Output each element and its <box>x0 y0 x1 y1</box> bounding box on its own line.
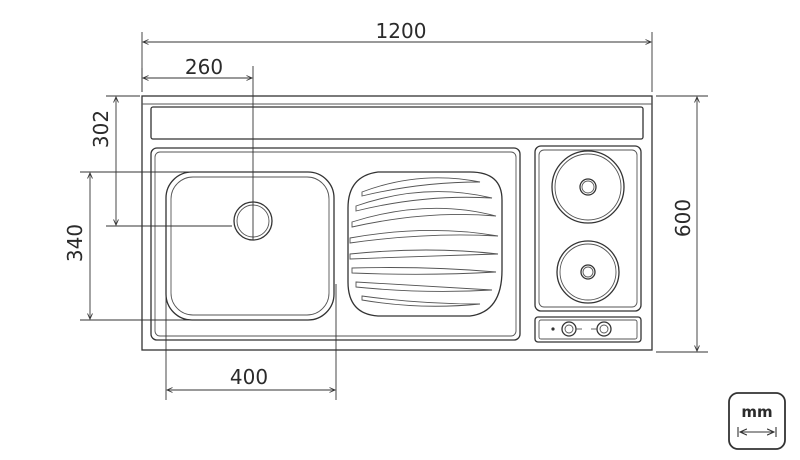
dimension-total-depth: 600 <box>656 95 708 353</box>
knob-right-icon <box>591 321 612 337</box>
sink-recess <box>150 147 521 341</box>
dimension-sink-center-offset: 260 <box>141 55 254 240</box>
drainboard <box>347 171 503 317</box>
dim-label-sink-center-depth: 302 <box>89 110 113 148</box>
unit-badge: mm <box>728 392 786 450</box>
dimension-total-width: 1200 <box>141 19 653 92</box>
indicator-light-icon <box>551 327 555 331</box>
knob-left-icon <box>561 321 582 337</box>
drainboard-grooves <box>349 177 499 307</box>
unit-label: mm <box>741 403 772 421</box>
dimension-sink-center-depth: 302 <box>89 95 232 227</box>
countertop <box>141 95 653 351</box>
burner-top-icon <box>551 150 625 224</box>
dim-label-bowl-width: 400 <box>230 365 268 389</box>
dim-label-sink-center-offset: 260 <box>185 55 223 79</box>
burner-bottom-icon <box>556 240 620 304</box>
dim-label-total-width: 1200 <box>376 19 427 43</box>
dimension-bowl-width: 400 <box>165 284 337 400</box>
control-panel <box>534 316 642 343</box>
double-arrow-icon <box>737 427 777 437</box>
dim-label-total-depth: 600 <box>671 199 695 237</box>
dimension-bowl-depth: 340 <box>63 171 232 321</box>
dim-label-bowl-depth: 340 <box>63 224 87 262</box>
cooktop <box>534 145 642 312</box>
sink-bowl <box>165 171 335 321</box>
